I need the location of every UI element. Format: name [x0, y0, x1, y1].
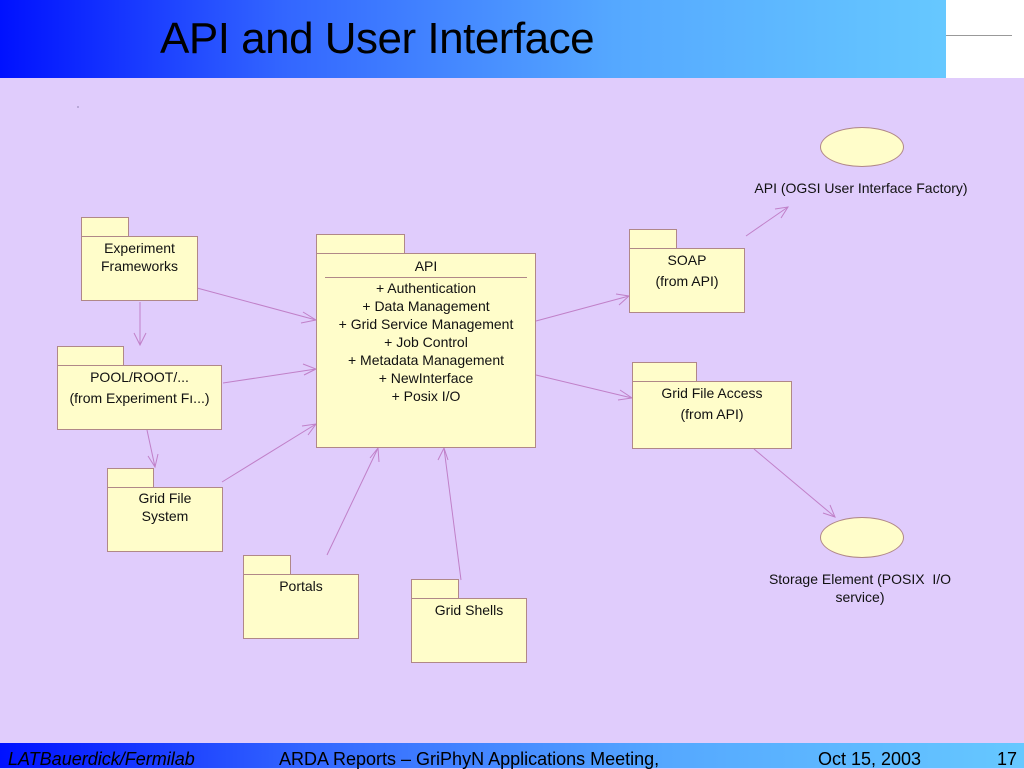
- interface-ogsi-factory[interactable]: [820, 127, 904, 167]
- package-tab: [316, 234, 405, 254]
- arrow-api-to-gfa: [535, 374, 634, 401]
- interface-storage-element[interactable]: [820, 517, 904, 558]
- arrow-frameworks-to-api: [196, 287, 318, 324]
- storage-label-line: service): [835, 589, 885, 605]
- storage-label-line: Storage Element (POSIX I/O: [768, 571, 952, 587]
- package-label: Grid File: [138, 490, 192, 506]
- package-tab: [411, 579, 459, 599]
- footer-bar: [0, 743, 1024, 768]
- package-tab: [629, 229, 677, 249]
- package-tab: [107, 468, 154, 488]
- arrow-api-to-soap: [535, 293, 631, 322]
- package-body: Grid File Access (from API): [632, 381, 792, 449]
- api-operation: + Data Management: [362, 298, 490, 314]
- footer-meeting: ARDA Reports – GriPhyN Applications Meet…: [279, 749, 660, 769]
- package-body: API + Authentication + Data Management +…: [316, 253, 536, 448]
- api-operation: + Job Control: [384, 334, 468, 350]
- api-operation: + Grid Service Management: [338, 316, 514, 332]
- package-tab: [243, 555, 291, 575]
- logo-area: [946, 0, 1024, 78]
- arrow-soap-to-factory: [745, 206, 790, 237]
- stray-mark: [77, 106, 79, 108]
- package-label: Portals: [279, 578, 323, 594]
- arrow-pool-to-gridfs: [146, 429, 159, 469]
- package-tab: [81, 217, 129, 237]
- arrow-gfa-to-storage: [753, 448, 836, 518]
- api-operation: + Metadata Management: [347, 352, 505, 368]
- arrow-pool-to-api: [222, 363, 318, 384]
- package-body: Experiment Frameworks: [81, 236, 198, 301]
- api-operation: + Posix I/O: [391, 388, 461, 404]
- package-source: (from Experiment Fı...): [69, 390, 210, 406]
- package-body: SOAP (from API): [629, 248, 745, 313]
- package-label: System: [141, 508, 189, 524]
- package-source: (from API): [680, 406, 744, 422]
- package-label: Grid File Access: [661, 385, 763, 401]
- interface-ogsi-factory-label: API (OGSI User Interface Factory): [754, 180, 968, 196]
- arrow-frameworks-to-pool: [133, 302, 147, 347]
- page-number: 17: [997, 749, 1018, 769]
- package-body: Portals: [243, 574, 359, 639]
- compartment-divider: [325, 277, 527, 278]
- api-package-name: API: [414, 258, 438, 274]
- package-label: POOL/ROOT/...: [90, 369, 189, 385]
- package-tab: [632, 362, 697, 382]
- package-tab: [57, 346, 124, 366]
- package-label: Grid Shells: [434, 602, 504, 618]
- footer-author: LATBauerdick/Fermilab: [8, 749, 195, 769]
- package-body: POOL/ROOT/... (from Experiment Fı...): [57, 365, 222, 430]
- arrow-gridfs-to-api: [221, 423, 318, 483]
- api-operation: + Authentication: [375, 280, 477, 296]
- package-label: Frameworks: [100, 258, 178, 274]
- package-label: SOAP: [667, 252, 707, 268]
- package-body: Grid File System: [107, 487, 223, 552]
- package-body: Grid Shells: [411, 598, 527, 663]
- arrow-shells-to-api: [437, 446, 462, 581]
- arrow-portals-to-api: [326, 446, 380, 556]
- title-bar: [0, 0, 946, 78]
- package-label: Experiment: [104, 240, 175, 256]
- slide-title: API and User Interface: [160, 14, 595, 63]
- api-operation: + NewInterface: [378, 370, 474, 386]
- footer-date: Oct 15, 2003: [818, 749, 922, 769]
- interface-storage-element-label: Storage Element (POSIX I/O service): [740, 570, 980, 606]
- package-source: (from API): [655, 273, 719, 289]
- logo-rule: [946, 35, 1012, 36]
